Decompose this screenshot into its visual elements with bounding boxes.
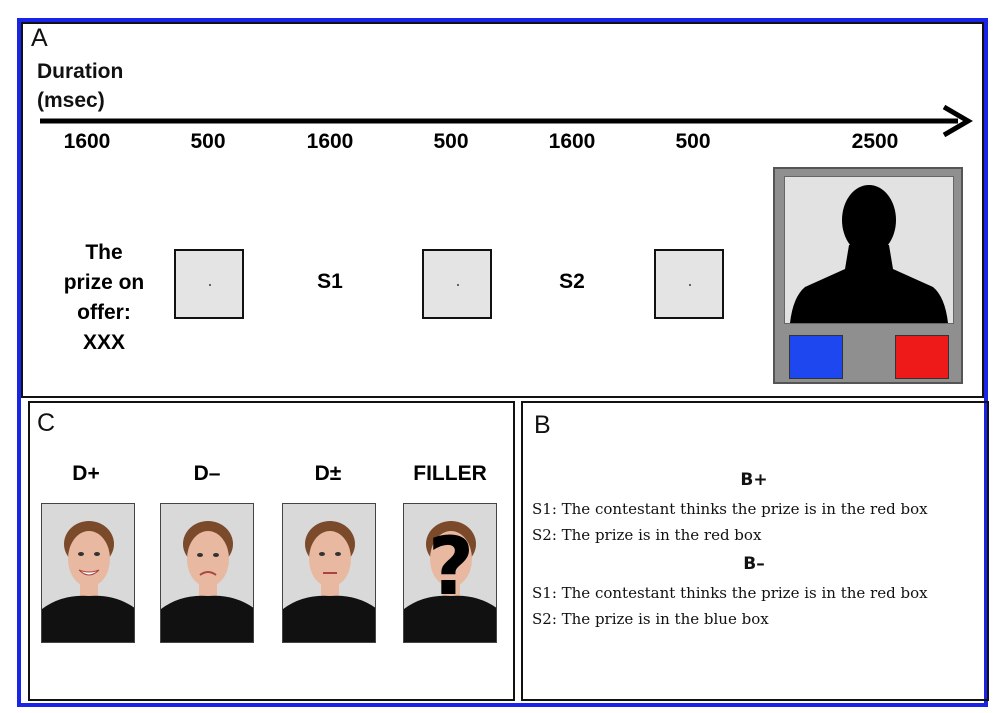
question-mark-icon: ? — [427, 520, 475, 613]
duration-label-line2: (msec) — [37, 89, 105, 112]
panel-a — [21, 22, 984, 398]
red-box — [895, 335, 949, 379]
panel-c — [28, 401, 515, 701]
duration-6: 500 — [675, 130, 711, 153]
face-label-d-plus: D+ — [72, 462, 100, 485]
neutral-face-icon — [283, 504, 375, 642]
timeline-arrow — [40, 104, 973, 138]
prize-line-4: XXX — [82, 331, 126, 354]
contestant-panel — [784, 176, 954, 324]
filler-face-icon — [404, 504, 496, 642]
face-photo-happy — [41, 503, 135, 643]
prize-line-1: The — [85, 241, 123, 264]
face-photo-sad — [160, 503, 254, 643]
s1-label: S1 — [317, 270, 343, 293]
b-minus-heading: B– — [743, 554, 765, 574]
response-screen — [773, 167, 963, 384]
b-plus-heading: B+ — [740, 470, 768, 490]
face-label-d-plusminus: D± — [314, 462, 342, 485]
sad-face-icon — [161, 504, 253, 642]
prize-line-2: prize on — [63, 271, 145, 294]
prize-line-3: offer: — [77, 301, 131, 324]
s2-label: S2 — [559, 270, 585, 293]
fixation-dot — [689, 284, 691, 286]
prize-offer-text: The prize on offer: XXX — [48, 238, 160, 358]
fixation-screen-2 — [422, 249, 492, 319]
face-label-d-minus: D– — [193, 462, 221, 485]
b-minus-s2: S2: The prize is in the blue box — [532, 610, 769, 628]
duration-1: 1600 — [63, 130, 111, 153]
b-minus-s1: S1: The contestant thinks the prize is i… — [532, 584, 928, 602]
duration-2: 500 — [190, 130, 226, 153]
outer-frame — [17, 18, 988, 707]
duration-3: 1600 — [306, 130, 354, 153]
fixation-dot — [209, 284, 211, 286]
b-plus-s2: S2: The prize is in the red box — [532, 526, 762, 544]
happy-face-icon — [42, 504, 134, 642]
face-label-filler: FILLER — [413, 462, 487, 485]
duration-label: Duration (msec) — [37, 57, 123, 115]
panel-a-letter: A — [31, 24, 48, 52]
panel-b — [521, 401, 989, 701]
duration-label-line1: Duration — [37, 60, 124, 83]
duration-7: 2500 — [851, 130, 899, 153]
fixation-dot — [457, 284, 459, 286]
duration-5: 1600 — [548, 130, 596, 153]
face-photo-filler: ? — [403, 503, 497, 643]
panel-c-letter: C — [37, 409, 56, 437]
blue-box — [789, 335, 843, 379]
face-photo-neutral — [282, 503, 376, 643]
panel-b-letter: B — [534, 411, 551, 439]
fixation-screen-3 — [654, 249, 724, 319]
duration-4: 500 — [433, 130, 469, 153]
fixation-screen-1 — [174, 249, 244, 319]
contestant-silhouette-icon — [790, 185, 948, 323]
b-plus-s1: S1: The contestant thinks the prize is i… — [532, 500, 928, 518]
